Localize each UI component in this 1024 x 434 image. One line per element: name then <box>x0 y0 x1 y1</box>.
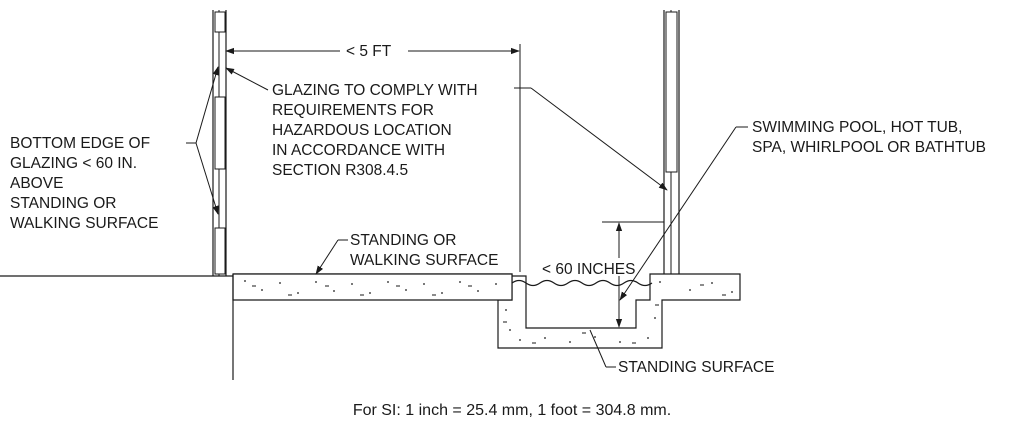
bottom-edge-note: BOTTOM EDGE OF GLAZING < 60 IN. ABOVE ST… <box>10 66 219 232</box>
glazing-note-line1: GLAZING TO COMPLY WITH <box>272 82 478 99</box>
right-wall <box>663 10 680 276</box>
pool-note: SWIMMING POOL, HOT TUB, SPA, WHIRLPOOL O… <box>619 119 986 301</box>
walking-surface-line1: STANDING OR <box>350 232 457 249</box>
left-glazing-lower <box>214 227 226 275</box>
right-glazing <box>665 11 678 173</box>
si-footnote: For SI: 1 inch = 25.4 mm, 1 foot = 304.8… <box>353 402 671 419</box>
pool-note-line1: SWIMMING POOL, HOT TUB, <box>752 119 962 136</box>
bottom-edge-note-line3: ABOVE <box>10 175 63 192</box>
water-surface <box>511 279 653 287</box>
dimension-60in-label: < 60 INCHES <box>542 261 635 278</box>
glazing-note: GLAZING TO COMPLY WITH REQUIREMENTS FOR … <box>225 67 668 191</box>
bottom-edge-note-line2: GLAZING < 60 IN. <box>10 155 137 172</box>
bottom-edge-note-line4: STANDING OR <box>10 195 117 212</box>
standing-surface-label: STANDING SURFACE <box>618 359 774 376</box>
walking-surface-line2: WALKING SURFACE <box>350 252 498 269</box>
pool-note-line2: SPA, WHIRLPOOL OR BATHTUB <box>752 139 986 156</box>
glazing-note-line2: REQUIREMENTS FOR <box>272 102 434 119</box>
left-glazing-middle <box>214 96 226 170</box>
left-wall <box>212 10 227 276</box>
bottom-edge-note-line1: BOTTOM EDGE OF <box>10 135 150 152</box>
glazing-note-line4: IN ACCORDANCE WITH <box>272 142 445 159</box>
left-glazing-upper <box>214 11 226 33</box>
walking-surface-note: STANDING OR WALKING SURFACE <box>315 232 498 275</box>
glazing-note-line5: SECTION R308.4.5 <box>272 162 408 179</box>
dimension-60in: < 60 INCHES <box>542 221 664 329</box>
dimension-5ft-label: < 5 FT <box>346 43 392 60</box>
bottom-edge-note-line5: WALKING SURFACE <box>10 215 158 232</box>
dimension-5ft: < 5 FT <box>225 43 520 60</box>
floor-slab <box>232 273 741 380</box>
standing-surface-note: STANDING SURFACE <box>589 329 774 376</box>
glazing-note-line3: HAZARDOUS LOCATION <box>272 122 452 139</box>
